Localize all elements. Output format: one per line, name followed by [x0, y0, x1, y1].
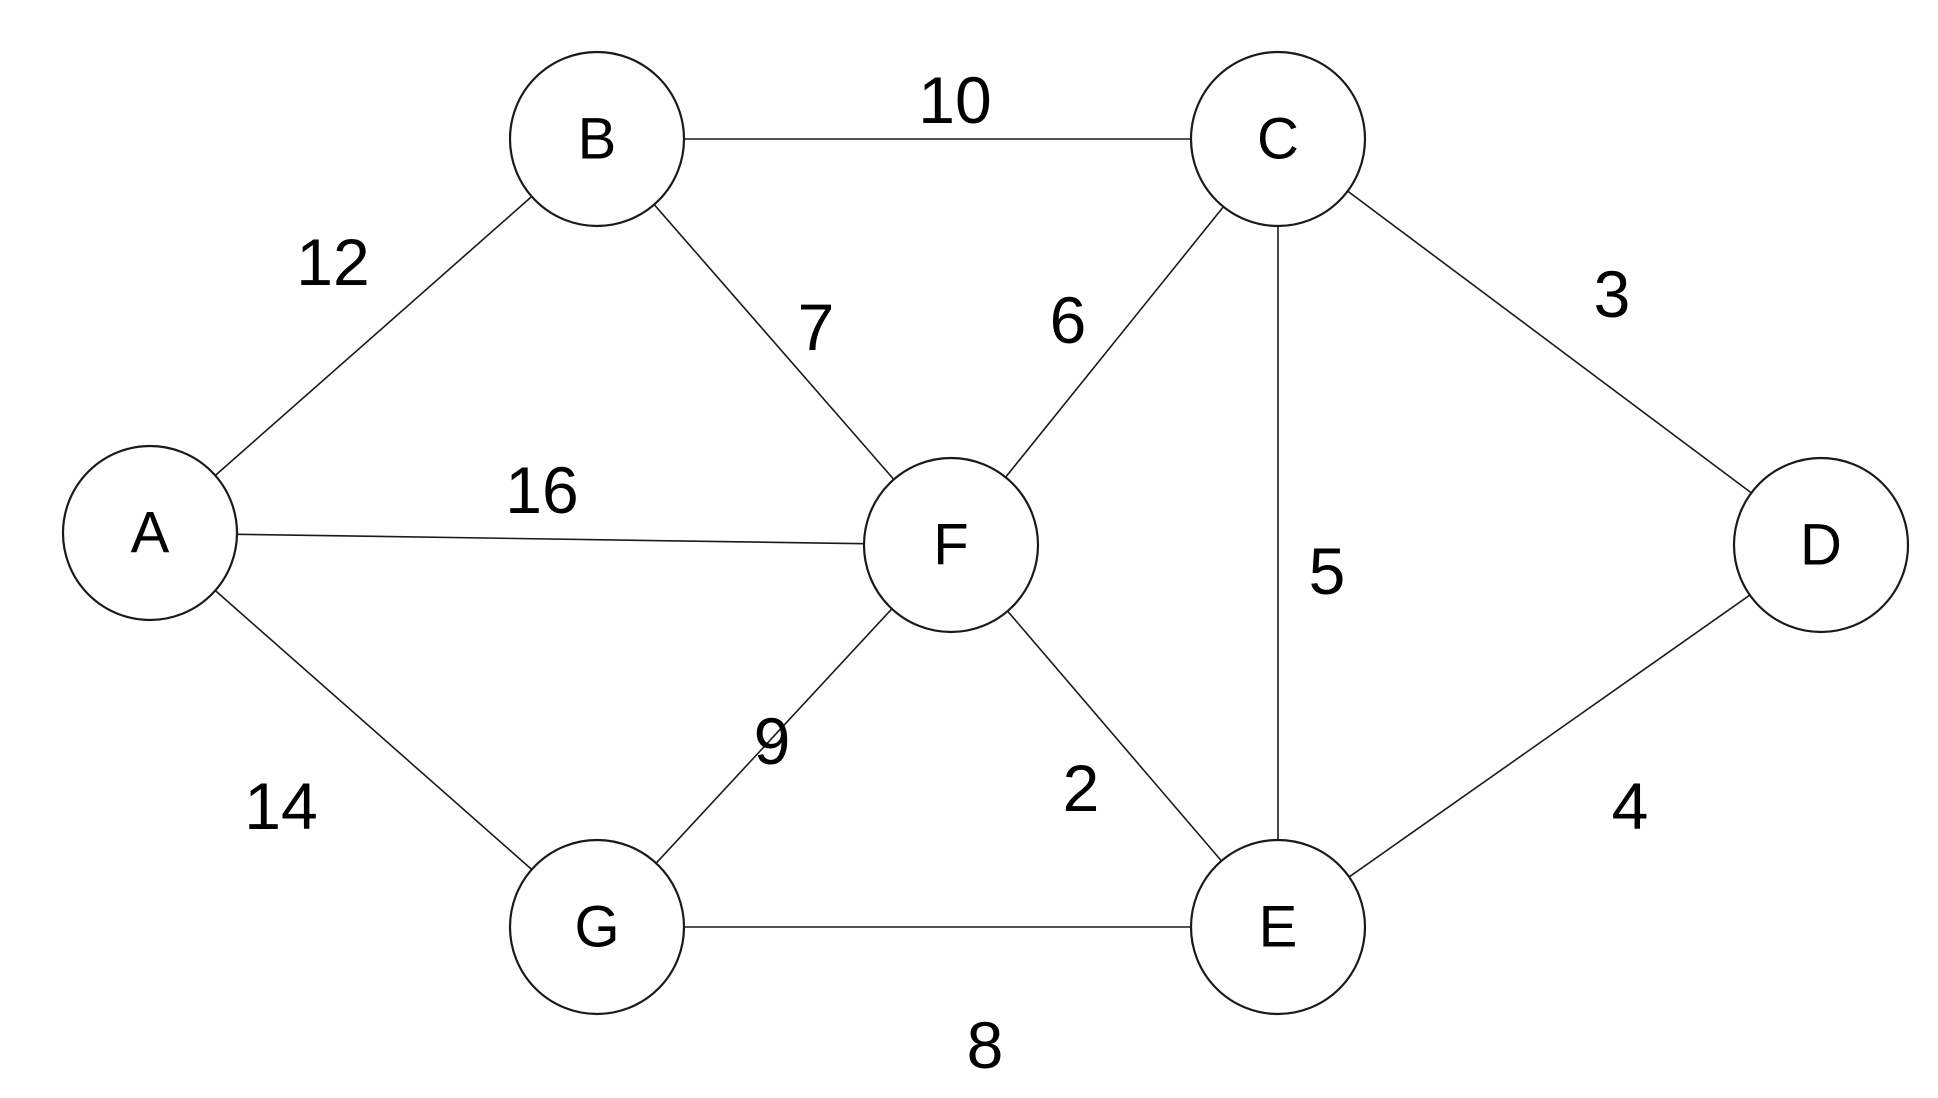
edge-weight-b-c: 10 [918, 63, 991, 137]
node-label: A [131, 501, 170, 566]
node-a: A [61, 444, 239, 622]
node-label: C [1257, 107, 1299, 172]
edge-c-f [1004, 206, 1225, 478]
weights-layer: 12 16 14 10 7 6 3 5 9 2 8 4 [244, 63, 1648, 1082]
edge-a-f [236, 533, 865, 545]
node-circle [1189, 50, 1367, 228]
node-b: B [508, 50, 686, 228]
edge-weight-c-e: 5 [1309, 534, 1346, 608]
node-f: F [862, 456, 1040, 634]
edge-weight-b-f: 7 [798, 290, 835, 364]
edge-f-g [655, 608, 893, 864]
edge-weight-c-f: 6 [1050, 283, 1087, 357]
edge-weight-f-g: 9 [754, 704, 791, 778]
edges-layer [214, 138, 1752, 928]
node-circle [1189, 838, 1367, 1016]
edge-weight-a-g: 14 [244, 769, 317, 843]
edge-weight-g-e: 8 [967, 1008, 1004, 1082]
node-label: F [933, 513, 968, 578]
node-circle [508, 838, 686, 1016]
edge-a-g [214, 589, 533, 871]
node-circle [508, 50, 686, 228]
node-label: B [578, 107, 617, 172]
node-e: E [1189, 838, 1367, 1016]
edge-weight-a-b: 12 [296, 225, 369, 299]
edge-weight-c-d: 3 [1594, 257, 1631, 331]
node-d: D [1732, 456, 1910, 634]
node-c: C [1189, 50, 1367, 228]
edge-b-f [653, 204, 895, 480]
edge-d-e [1348, 594, 1751, 878]
edge-weight-d-e: 4 [1612, 769, 1649, 843]
edge-weight-f-e: 2 [1063, 751, 1100, 825]
node-label: G [574, 895, 619, 960]
edge-c-d [1347, 190, 1752, 494]
node-label: D [1800, 513, 1842, 578]
node-circle [1732, 456, 1910, 634]
nodes-layer: A B C D E F G [61, 50, 1910, 1016]
edge-weight-a-f: 16 [505, 453, 578, 527]
node-label: E [1259, 895, 1298, 960]
node-circle [862, 456, 1040, 634]
node-circle [61, 444, 239, 622]
edge-f-e [1006, 610, 1223, 862]
node-g: G [508, 838, 686, 1016]
edge-a-b [214, 195, 533, 477]
